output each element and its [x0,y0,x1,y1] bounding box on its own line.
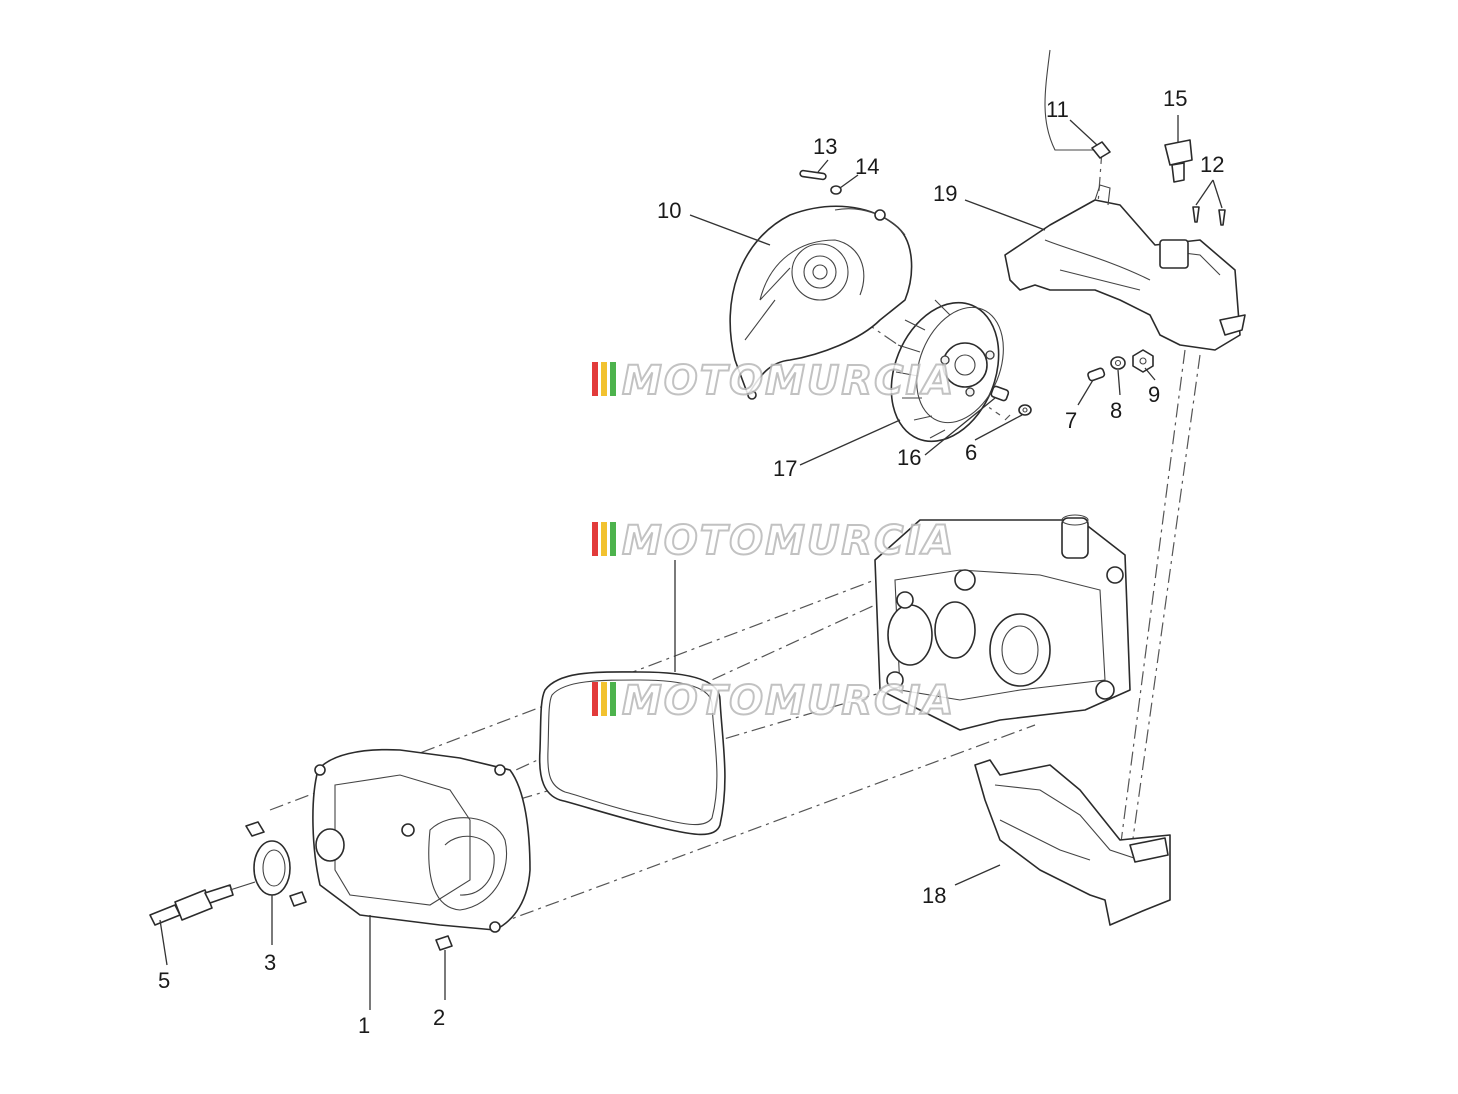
callout-17: 17 [773,456,797,481]
callout-19: 19 [933,181,957,206]
callout-13: 13 [813,134,837,159]
cooling-fan-part [890,299,1004,443]
watermark-text: MOTOMURCIA [622,358,955,404]
watermark-middle: MOTOMURCIA [592,517,955,565]
callout-8: 8 [1110,398,1122,423]
watermark-text: MOTOMURCIA [622,678,955,724]
callout-1: 1 [358,1013,370,1038]
callout-11: 11 [1046,97,1069,122]
watermark-text: MOTOMURCIA [622,518,955,564]
callout-5: 5 [158,968,170,993]
callout-6: 6 [965,440,977,465]
fan-cowl-part [729,205,913,400]
valve-cover-part [312,748,531,933]
callout-18: 18 [922,883,946,908]
seal-ring-part [253,840,291,896]
cable-clip-part [1044,49,1111,159]
watermark-bottom: MOTOMURCIA [592,677,955,725]
callout-3: 3 [264,950,276,975]
callout-9: 9 [1148,382,1160,407]
callout-14: 14 [855,154,879,179]
gasket-part [538,671,726,836]
callout-16: 16 [897,445,921,470]
watermark-top: MOTOMURCIA [592,357,955,405]
fan-fasteners [799,169,1032,416]
duct-cover-part [1004,184,1246,351]
cylinder-head-part [874,514,1131,731]
lower-shroud-part [974,759,1171,926]
callout-10: 10 [657,198,681,223]
callout-15: 15 [1163,86,1187,111]
callout-labels: 1 2 3 5 6 7 8 9 10 11 12 13 14 15 16 17 … [158,86,1224,1038]
leader-lines [159,115,1223,1010]
callout-7: 7 [1065,408,1077,433]
sensor-part [1164,139,1193,183]
cover-bolts [245,821,453,951]
small-screws [1087,206,1226,382]
spark-plug-part [149,881,256,926]
callout-12: 12 [1200,152,1224,177]
callout-2: 2 [433,1005,445,1030]
